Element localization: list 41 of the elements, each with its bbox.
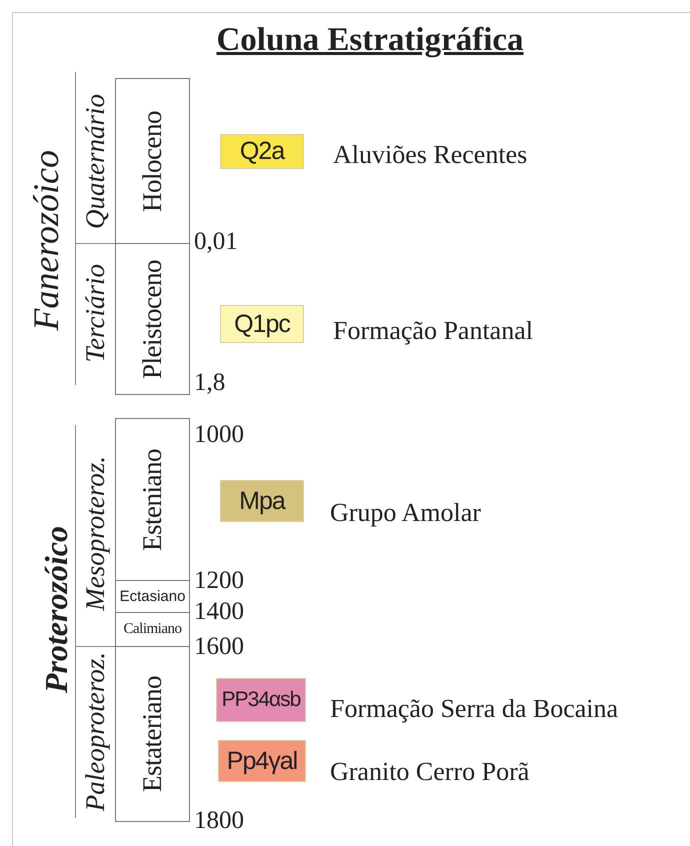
age-label: 1400: [194, 597, 244, 627]
unit-name: Grupo Amolar: [330, 498, 481, 528]
unit-swatch: [220, 305, 304, 343]
age-label: 0,01: [194, 227, 238, 257]
unit-name: Granito Cerro Porã: [330, 757, 530, 787]
age-label: 1600: [194, 632, 244, 662]
unit-swatch: [220, 480, 304, 522]
age-label: 1000: [194, 420, 244, 450]
unit-code: Mpa: [239, 486, 285, 516]
age-label: 1200: [194, 566, 244, 596]
epoch-box: [115, 243, 190, 395]
epoch-name: Ectasiano: [120, 589, 186, 604]
epoch-box: [115, 78, 190, 244]
unit-code: PP34αsb: [222, 688, 300, 712]
unit-swatch: [220, 134, 304, 169]
age-label: 1800: [194, 806, 244, 836]
epoch-name: Calimiano: [124, 622, 182, 637]
unit-swatch: [218, 740, 306, 782]
epoch-name: Holoceno: [139, 110, 166, 212]
epoch-box: [115, 418, 190, 581]
unit-swatch: [216, 678, 306, 722]
unit-name: Aluviões Recentes: [333, 140, 528, 170]
epoch-name: Pleistoceno: [139, 260, 166, 378]
epoch-box: [115, 646, 190, 822]
era-label: Mesoproteroz.: [82, 456, 109, 610]
eon-label: Fanerozóico: [28, 150, 64, 330]
epoch-name: Esteniano: [139, 448, 166, 550]
age-label: 1,8: [194, 368, 226, 398]
unit-name: Formação Serra da Bocaina: [330, 694, 618, 724]
era-label: Paleoproteroz.: [82, 652, 109, 812]
unit-code: Q2a: [240, 137, 284, 166]
title: Coluna Estratigráfica: [215, 22, 525, 59]
eon-label: Proterozóico: [40, 526, 72, 694]
unit-name: Formação Pantanal: [333, 316, 533, 346]
epoch-box: [115, 580, 190, 613]
unit-code: Q1pc: [234, 310, 290, 338]
epoch-box: [115, 612, 190, 647]
era-label: Terciário: [82, 264, 109, 362]
unit-code: Pp4γal: [226, 746, 298, 776]
epoch-name: Estateriano: [139, 676, 166, 792]
era-label: Quaternário: [82, 94, 109, 229]
